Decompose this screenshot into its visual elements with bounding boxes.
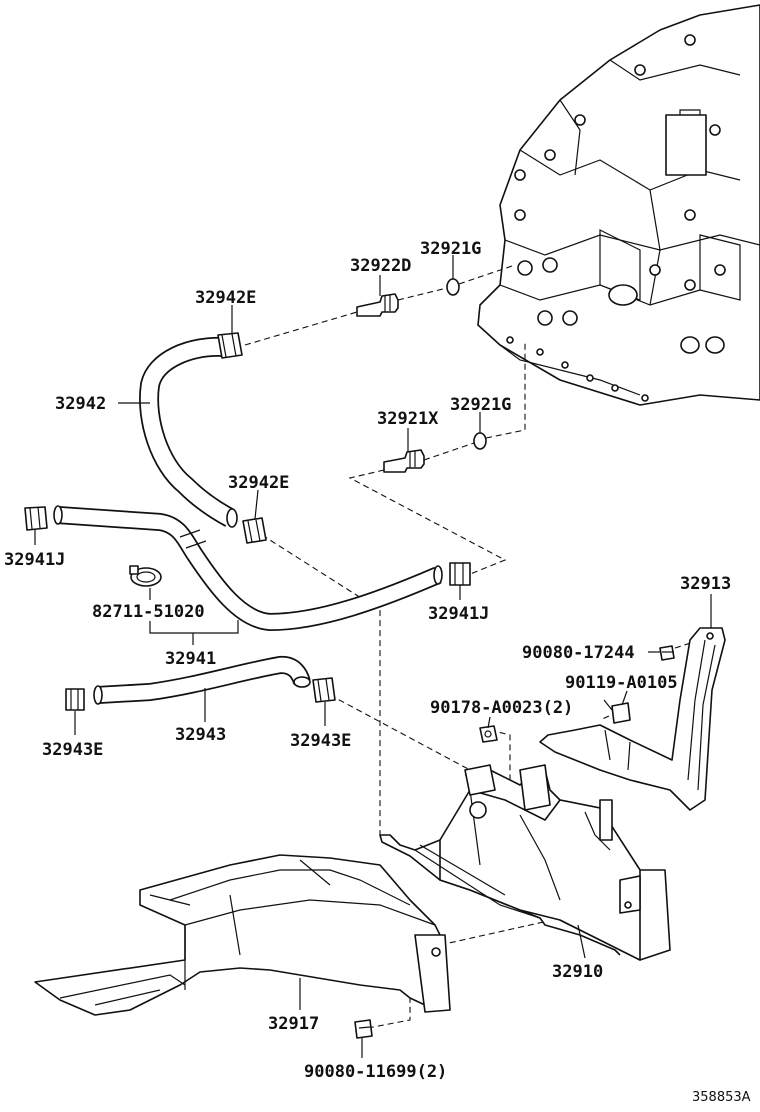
label-32942: 32942 [55, 394, 106, 414]
clip-32942E-upper [217, 332, 243, 359]
hose-32942 [139, 336, 238, 528]
label-90119-A0105: 90119-A0105 [565, 673, 678, 693]
label-32910: 32910 [552, 962, 603, 982]
label-82711-51020: 82711-51020 [92, 602, 205, 622]
hose-32943 [93, 656, 311, 705]
clip-32941J-left [24, 506, 48, 531]
hose-32941 [53, 505, 443, 632]
label-32921G-lower: 32921G [450, 395, 511, 415]
label-32942E-lower: 32942E [228, 473, 289, 493]
transmission-case [477, 4, 760, 406]
oring-32921G-upper [446, 278, 460, 296]
cover-32917 [34, 854, 451, 1016]
nut-90178 [479, 725, 498, 743]
clip-32942E-lower [242, 517, 267, 544]
oil-cooler-32910 [379, 764, 671, 961]
hose-clamp-82711 [129, 565, 162, 587]
label-32943: 32943 [175, 725, 226, 745]
clip-32943E-right [312, 677, 336, 703]
label-90080-17244: 90080-17244 [522, 643, 635, 663]
label-32943E-right: 32943E [290, 731, 351, 751]
clip-32943E-left [65, 688, 85, 711]
label-32913: 32913 [680, 574, 731, 594]
label-32943E-left: 32943E [42, 740, 103, 760]
label-32917: 32917 [268, 1014, 319, 1034]
label-32941: 32941 [165, 649, 216, 669]
union-32921X [383, 449, 425, 473]
oring-32921G-lower [473, 432, 487, 450]
bracket-32913 [539, 627, 726, 811]
label-32921G-upper: 32921G [420, 239, 481, 259]
assembly-lines [244, 264, 701, 1029]
label-32942E-upper: 32942E [195, 288, 256, 308]
bolt-90080-17244 [659, 645, 675, 661]
label-32941J-right: 32941J [428, 604, 489, 624]
clip-32941J-right [449, 562, 471, 586]
label-90178-A0023: 90178-A0023(2) [430, 698, 573, 718]
part-number-labels: 32922D 32921G 32942E 32942 32921X 32921G… [4, 239, 751, 1105]
bolt-90119 [603, 699, 631, 724]
label-32941J-left: 32941J [4, 550, 65, 570]
bolt-90080-11699 [354, 1019, 373, 1039]
diagram-reference-number: 358853A [692, 1090, 751, 1105]
label-32922D: 32922D [350, 256, 411, 276]
union-32922D [356, 293, 399, 317]
leader-lines [34, 255, 712, 1058]
label-90080-11699: 90080-11699(2) [304, 1062, 447, 1082]
label-32921X: 32921X [377, 409, 439, 429]
